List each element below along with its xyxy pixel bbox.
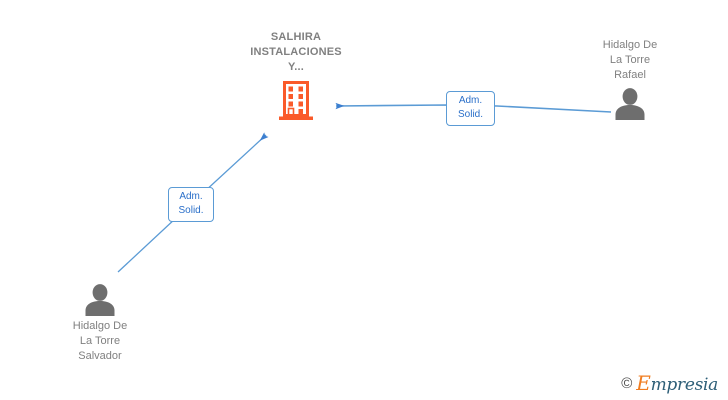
person-icon	[85, 284, 115, 316]
building-icon	[279, 81, 313, 120]
relation-label-salvador[interactable]: Adm. Solid.	[168, 187, 214, 222]
person-icon	[615, 88, 645, 120]
company-node[interactable]: SALHIRA INSTALACIONES Y...	[226, 30, 366, 121]
company-title: SALHIRA INSTALACIONES Y...	[250, 31, 342, 73]
copyright-icon: ©	[621, 375, 633, 392]
brand-logo: Empresia	[636, 373, 718, 394]
person-node-salvador[interactable]: Hidalgo De La Torre Salvador	[30, 283, 170, 364]
brand-initial: E	[636, 371, 651, 395]
person-icon-wrap-rafael	[560, 87, 700, 120]
person-name-rafael: Hidalgo De La Torre Rafael	[602, 39, 658, 81]
person-icon-wrap-salvador	[30, 283, 170, 316]
person-name-salvador: Hidalgo De La Torre Salvador	[72, 320, 128, 362]
company-icon-wrap	[226, 81, 366, 121]
brand-name: mpresia	[650, 375, 719, 395]
relation-label-rafael[interactable]: Adm. Solid.	[446, 91, 495, 126]
watermark: © Empresia	[621, 373, 718, 394]
person-node-rafael[interactable]: Hidalgo De La Torre Rafael	[560, 38, 700, 120]
